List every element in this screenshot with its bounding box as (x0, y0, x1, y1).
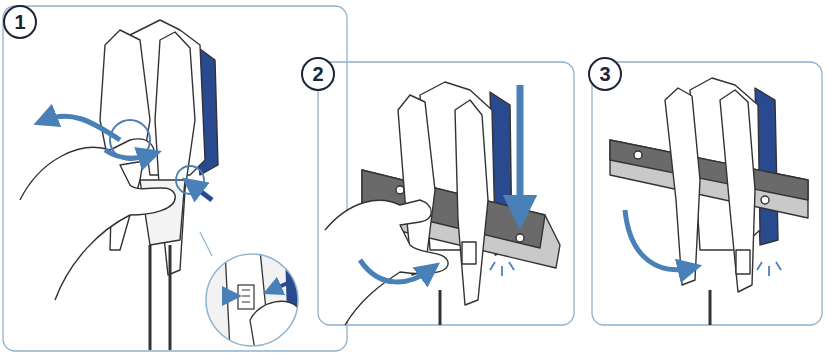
panel-frame (318, 62, 574, 325)
click-mark (757, 262, 781, 276)
step-number: 3 (599, 64, 610, 84)
motion-arrow (45, 116, 120, 140)
callout-number: 1 (3, 5, 37, 39)
motion-arrow (625, 210, 690, 270)
motion-arrow (105, 150, 150, 158)
step-number: 2 (312, 64, 323, 84)
click-mark (490, 262, 514, 276)
motion-arrow (360, 260, 430, 282)
panel-frame (592, 62, 822, 325)
insert-arrow (517, 85, 524, 212)
clamp-figure (325, 82, 560, 325)
callout-number: 3 (588, 57, 622, 91)
detail-inset (200, 250, 310, 350)
callout-number: 2 (301, 57, 335, 91)
step-number: 1 (14, 12, 25, 32)
panel-frame (3, 6, 347, 351)
clamp-figure (20, 20, 218, 350)
clamp-figure (610, 78, 808, 325)
